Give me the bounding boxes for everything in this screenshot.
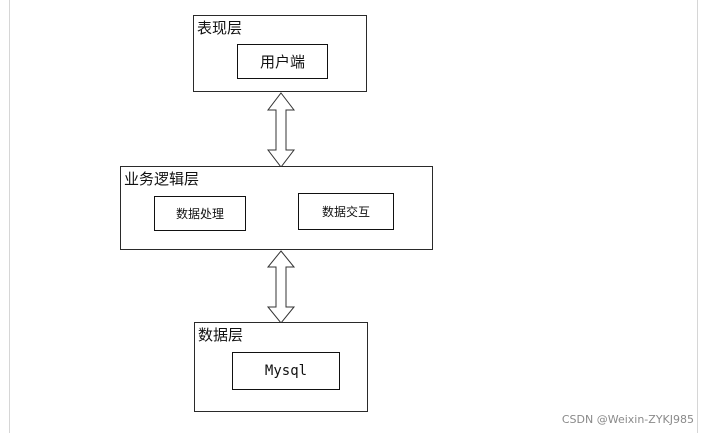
bidirectional-arrow-business-data bbox=[266, 250, 296, 324]
page-edge-left bbox=[9, 0, 10, 433]
presentation-layer-box: 表现层 用户端 bbox=[193, 15, 367, 92]
business-logic-layer-title: 业务逻辑层 bbox=[124, 170, 200, 188]
business-logic-layer-box: 业务逻辑层 数据处理 数据交互 bbox=[120, 166, 433, 250]
mysql-node-label: Mysql bbox=[264, 363, 308, 379]
data-processing-node-label: 数据处理 bbox=[175, 207, 224, 221]
mysql-node: Mysql bbox=[232, 352, 340, 390]
data-processing-node: 数据处理 bbox=[154, 196, 246, 231]
data-layer-title: 数据层 bbox=[198, 326, 244, 344]
watermark-text: CSDN @Weixin-ZYKJ985 bbox=[561, 413, 694, 426]
page-edge-right bbox=[697, 0, 698, 433]
data-layer-box: 数据层 Mysql bbox=[194, 322, 368, 412]
data-exchange-node-label: 数据交互 bbox=[321, 205, 370, 219]
bidirectional-arrow-presentation-business bbox=[266, 92, 296, 168]
presentation-layer-title: 表现层 bbox=[197, 19, 243, 37]
data-exchange-node: 数据交互 bbox=[298, 193, 394, 230]
client-node: 用户端 bbox=[237, 44, 328, 79]
client-node-label: 用户端 bbox=[259, 53, 305, 71]
